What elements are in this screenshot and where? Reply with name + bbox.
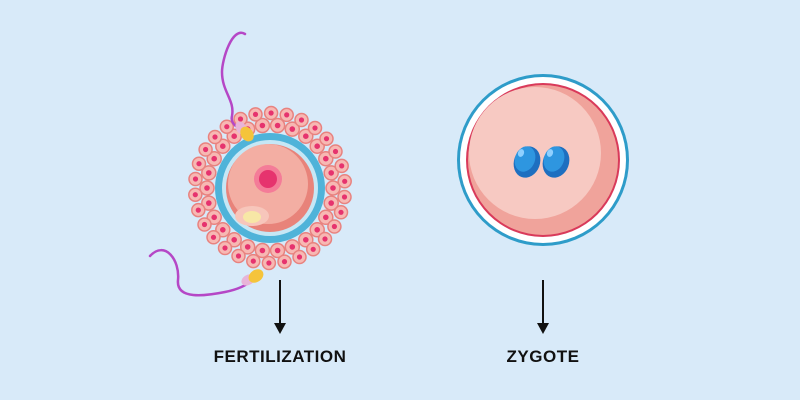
follicle-cell-nucleus [328,170,335,176]
follicle-cell-nucleus [332,148,339,155]
zygote-label: ZYGOTE [506,347,580,366]
arrow-down-icon [274,280,286,334]
follicle-cell-nucleus [192,176,199,182]
follicle-cell-nucleus [296,254,303,260]
follicle-cell-nucleus [298,117,305,123]
follicle-cell-nucleus [314,227,321,233]
follicle-cell-nucleus [206,170,212,176]
follicle-cell-nucleus [310,246,316,252]
follicle-cell-nucleus [289,244,296,250]
follicle-cell-nucleus [338,209,344,215]
follicle-cell-nucleus [212,134,218,140]
follicle-cell-nucleus [322,236,328,242]
follicle-cell-nucleus [312,125,318,131]
follicle-cell-nucleus [231,237,237,243]
follicle-cell-nucleus [235,253,242,259]
follicle-cell-nucleus [195,207,201,213]
follicle-cell-nucleus [222,245,228,251]
follicle-cell-nucleus [341,194,348,200]
follicle-cell-nucleus [259,247,266,254]
follicle-cell-nucleus [201,221,208,228]
follicle-cell-nucleus [224,124,230,130]
follicle-cell-nucleus [206,200,212,206]
follicle-cell-nucleus [303,133,309,139]
follicle-cell-nucleus [196,161,202,167]
follicle-cell-nucleus [314,143,321,149]
follicle-cell-nucleus [289,126,296,132]
follicle-cell-nucleus [323,155,329,162]
zygote-cell-icon [457,74,629,246]
follicle-cell-nucleus [284,112,290,118]
follicle-cell-nucleus [244,244,251,250]
follicle-cell-nucleus [220,143,226,149]
follicle-cell-nucleus [211,214,217,221]
follicle-cell-nucleus [331,223,337,230]
follicle-cell-nucleus [231,133,237,139]
follicle-cells [188,105,352,271]
follicle-cell-nucleus [339,163,345,169]
fertilization-egg-icon [148,31,352,297]
follicle-cell-nucleus [211,155,217,162]
follicle-cell-nucleus [274,247,281,254]
follicle-cell-nucleus [220,227,226,233]
follicle-cell-nucleus [323,214,329,221]
follicle-cell-nucleus [259,122,266,129]
sperm-head-inside [243,211,261,223]
follicle-cell-nucleus [268,110,274,116]
arrow-down-icon [537,280,549,334]
follicle-cell-nucleus [266,260,272,266]
follicle-cell-nucleus [323,136,330,142]
sperm-top [220,31,254,142]
follicle-cell-nucleus [192,192,198,198]
egg-nucleus [259,170,277,188]
follicle-cell-nucleus [274,122,281,129]
follicle-cell-nucleus [250,258,256,264]
follicle-cell-nucleus [210,234,217,240]
pronuclei [513,146,570,178]
follicle-cell-nucleus [204,185,210,191]
follicle-cell-nucleus [328,200,335,206]
sperm-bottom [148,249,264,297]
follicle-cell-nucleus [303,237,309,243]
follicle-cell-nucleus [252,111,259,117]
follicle-cell-nucleus [237,116,244,122]
follicle-cell-nucleus [281,259,288,265]
follicle-cell-nucleus [342,178,348,184]
fertilization-label: FERTILIZATION [213,347,347,366]
follicle-cell-nucleus [203,146,209,153]
follicle-cell-nucleus [330,185,336,191]
